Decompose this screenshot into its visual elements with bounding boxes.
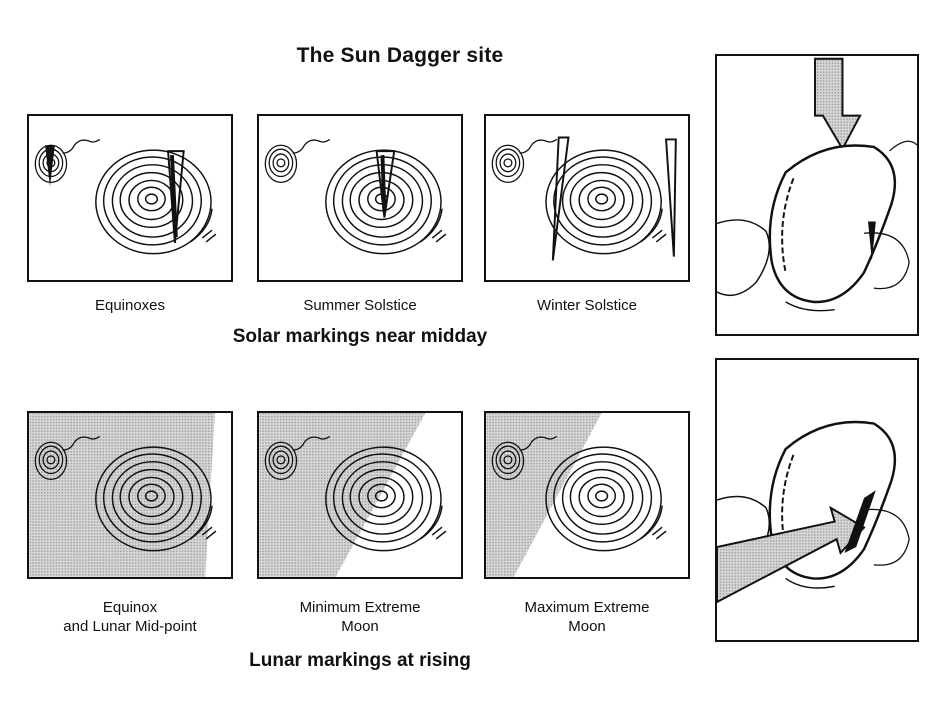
page-title: The Sun Dagger site bbox=[296, 44, 504, 67]
lunar-panel-minimum bbox=[257, 411, 463, 579]
sun-arrow bbox=[814, 57, 862, 151]
caption-equinoxes: Equinoxes bbox=[94, 297, 166, 314]
dagger-left bbox=[551, 136, 570, 261]
dagger-summer bbox=[375, 150, 396, 218]
caption-winter-solstice: Winter Solstice bbox=[536, 297, 638, 314]
solar-heading: Solar markings near midday bbox=[232, 326, 488, 347]
solar-panel-winter bbox=[484, 114, 690, 282]
equinox-solar-illustration bbox=[34, 138, 217, 255]
summer-solar-illustration bbox=[264, 138, 447, 255]
caption-line-1: Maximum Extreme bbox=[524, 599, 650, 616]
maximum-lunar-illustration bbox=[486, 413, 667, 577]
lunar-panel-equinox bbox=[27, 411, 233, 579]
winter-solar-illustration bbox=[491, 136, 677, 261]
caption-line-2: Moon bbox=[341, 618, 379, 635]
caption-line-2: Moon bbox=[568, 618, 606, 635]
equinox-lunar-illustration bbox=[29, 413, 217, 577]
solar-panel-summer bbox=[257, 114, 463, 282]
caption-maximum-extreme: Maximum Extreme Moon bbox=[477, 598, 697, 636]
caption-line-1: Minimum Extreme bbox=[299, 599, 421, 616]
solar-panel-equinoxes bbox=[27, 114, 233, 282]
dagger-right bbox=[665, 138, 677, 257]
rock-solar-illustration bbox=[715, 54, 919, 336]
minimum-lunar-illustration bbox=[259, 413, 447, 577]
caption-equinox-lunar: Equinox and Lunar Mid-point bbox=[20, 598, 240, 636]
caption-summer-solstice: Summer Solstice bbox=[303, 297, 417, 314]
lunar-heading: Lunar markings at rising bbox=[249, 650, 471, 671]
caption-line-1: Equinox bbox=[102, 599, 158, 616]
caption-line-2: and Lunar Mid-point bbox=[63, 618, 197, 635]
lunar-panel-maximum bbox=[484, 411, 690, 579]
caption-minimum-extreme: Minimum Extreme Moon bbox=[250, 598, 470, 636]
rock-lunar-illustration bbox=[715, 358, 919, 642]
dagger-small bbox=[45, 145, 55, 187]
dagger-center bbox=[167, 150, 185, 243]
